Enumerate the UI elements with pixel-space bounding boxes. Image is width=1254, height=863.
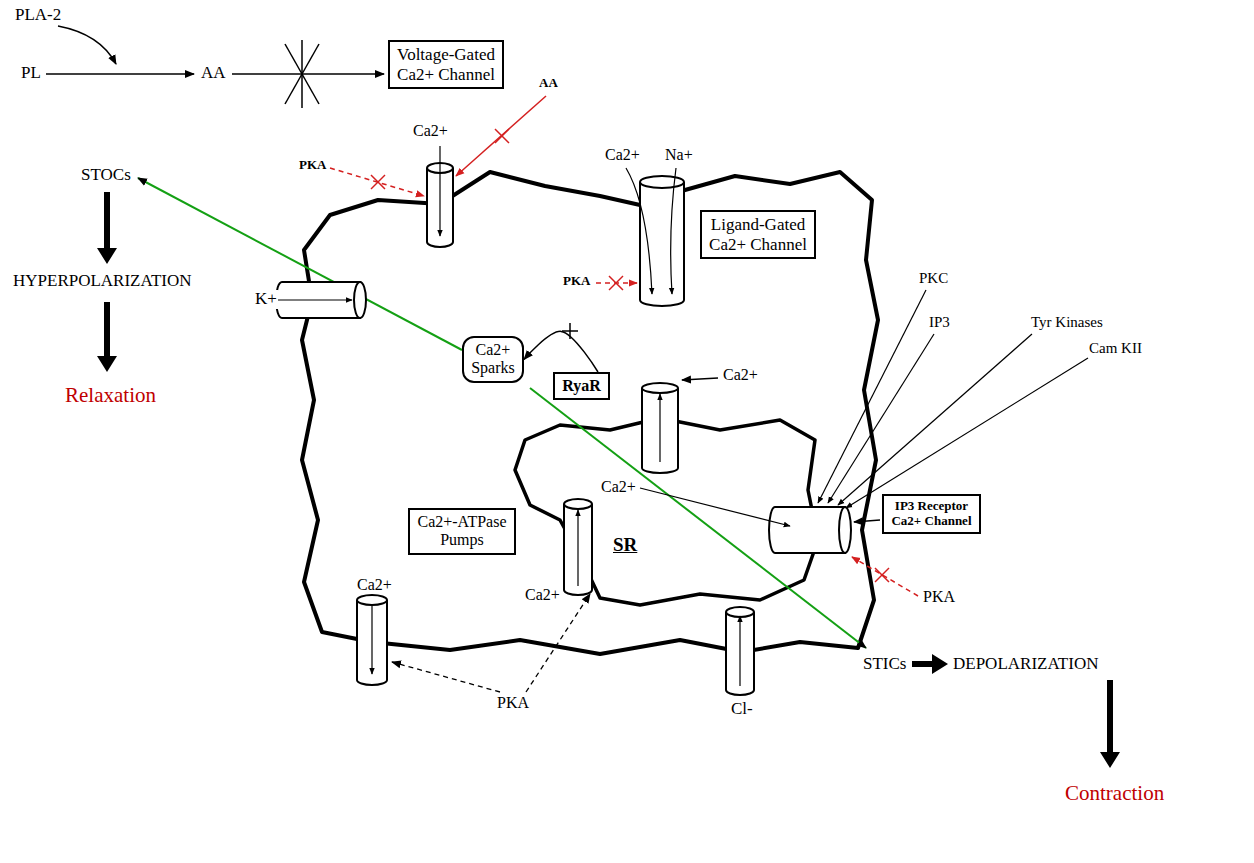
kinase-label: PKA bbox=[922, 588, 956, 606]
channel-cylinder bbox=[839, 507, 851, 553]
lipid-label: PL bbox=[20, 64, 42, 83]
pka-dashed-arrow bbox=[392, 662, 500, 692]
node-text: Ca2+-ATPase Pumps bbox=[416, 513, 508, 550]
pump-cylinder bbox=[564, 499, 592, 509]
outcome-arrow bbox=[97, 302, 117, 372]
ion-label: Ca2+ bbox=[412, 122, 449, 140]
kinase-label: Cam KII bbox=[1088, 340, 1143, 357]
channel-cylinder bbox=[640, 182, 684, 306]
kinase-label: PKA bbox=[298, 158, 327, 172]
channel-cylinder bbox=[726, 612, 754, 695]
cell-membrane bbox=[302, 172, 878, 654]
channel-cylinder bbox=[354, 282, 366, 318]
node-text: Voltage-Gated Ca2+ Channel bbox=[396, 45, 496, 84]
receptor-box: IP3 Receptor Ca2+ Channel bbox=[882, 494, 981, 534]
pathway-arrow bbox=[232, 73, 384, 75]
enzyme-label: PLA-2 bbox=[14, 6, 62, 25]
channel-cylinder bbox=[726, 607, 754, 617]
node-text: IP3 Receptor Ca2+ Channel bbox=[890, 499, 973, 529]
effect-label: HYPERPOLARIZATION bbox=[12, 272, 193, 291]
modulator-line bbox=[828, 334, 934, 503]
channel-box: Ligand-Gated Ca2+ Channel bbox=[700, 210, 816, 259]
outcome-arrow bbox=[912, 654, 948, 674]
ion-label: Ca2+ bbox=[524, 586, 561, 604]
pump-cylinder bbox=[357, 600, 387, 685]
second-messenger-label: IP3 bbox=[928, 314, 951, 331]
ion-label: Cl- bbox=[730, 700, 754, 719]
pathway-arrow bbox=[46, 73, 194, 75]
pka-dashed-arrow bbox=[526, 594, 590, 692]
inhibition-arrow bbox=[330, 168, 424, 196]
block-mark bbox=[301, 40, 303, 108]
modulator-line bbox=[838, 334, 1032, 505]
sparks-box: Ca2+ Sparks bbox=[462, 336, 524, 383]
flux-arrow bbox=[276, 299, 352, 300]
inhibition-arrow bbox=[456, 96, 546, 176]
channel-cylinder bbox=[640, 176, 684, 188]
flux-arrow bbox=[640, 488, 790, 526]
current-label: STOCs bbox=[80, 166, 132, 185]
block-mark bbox=[609, 276, 623, 290]
pump-cylinder bbox=[564, 504, 592, 595]
enzyme-arrow bbox=[58, 26, 116, 64]
kinase-label: Tyr Kinases bbox=[1030, 314, 1104, 331]
activation-arrow bbox=[682, 378, 718, 380]
organelle-label: SR bbox=[612, 535, 638, 556]
kinase-label: PKA bbox=[496, 694, 530, 712]
block-mark bbox=[875, 568, 889, 582]
outcome-arrow bbox=[97, 192, 117, 264]
block-mark bbox=[562, 330, 578, 332]
channel-cylinder bbox=[769, 507, 845, 553]
fatty-acid-label: AA bbox=[538, 76, 559, 90]
channel-cylinder bbox=[642, 388, 678, 473]
block-mark bbox=[609, 276, 623, 290]
ion-label: K+ bbox=[254, 290, 278, 309]
modulator-line bbox=[846, 358, 1088, 508]
node-text: RyaR bbox=[561, 377, 602, 395]
node-text: Ca2+ Sparks bbox=[470, 341, 516, 378]
flux-arrow bbox=[739, 616, 740, 686]
node-text: Ligand-Gated Ca2+ Channel bbox=[708, 215, 808, 254]
release-arrow bbox=[524, 331, 598, 372]
flux-arrow bbox=[626, 168, 652, 294]
inhibition-arrow bbox=[852, 557, 918, 596]
flux-arrow bbox=[371, 606, 372, 674]
block-mark bbox=[371, 175, 385, 189]
ion-label: Ca2+ bbox=[600, 478, 637, 496]
flux-arrow bbox=[671, 168, 676, 294]
outcome-arrow bbox=[1100, 680, 1120, 768]
kinase-label: PKC bbox=[918, 270, 949, 287]
kinase-label: PKA bbox=[562, 274, 591, 288]
ion-label: Ca2+ bbox=[356, 576, 393, 594]
fatty-acid-label: AA bbox=[200, 64, 227, 83]
flux-arrow bbox=[659, 394, 660, 462]
block-mark bbox=[875, 568, 889, 582]
channel-cylinder bbox=[642, 383, 678, 393]
pump-box: Ca2+-ATPase Pumps bbox=[408, 508, 516, 555]
effect-label: DEPOLARIZATION bbox=[952, 655, 1099, 674]
flux-arrow bbox=[577, 510, 578, 586]
receptor-box: RyaR bbox=[553, 372, 610, 400]
block-mark bbox=[371, 175, 385, 189]
block-mark bbox=[495, 129, 509, 143]
response-label: Contraction bbox=[1064, 782, 1165, 805]
leader-arrow bbox=[854, 520, 880, 522]
pump-cylinder bbox=[357, 595, 387, 605]
response-label: Relaxation bbox=[64, 384, 157, 407]
ion-label: Na+ bbox=[664, 146, 694, 164]
block-mark bbox=[495, 129, 509, 143]
ion-label: Ca2+ bbox=[604, 146, 641, 164]
stoc-line bbox=[138, 178, 462, 350]
modulator-line bbox=[818, 290, 926, 503]
channel-cylinder bbox=[276, 282, 360, 318]
current-label: STICs bbox=[862, 655, 907, 674]
flux-arrow bbox=[439, 146, 440, 236]
ion-label: Ca2+ bbox=[722, 366, 759, 384]
channel-box: Voltage-Gated Ca2+ Channel bbox=[388, 40, 504, 89]
